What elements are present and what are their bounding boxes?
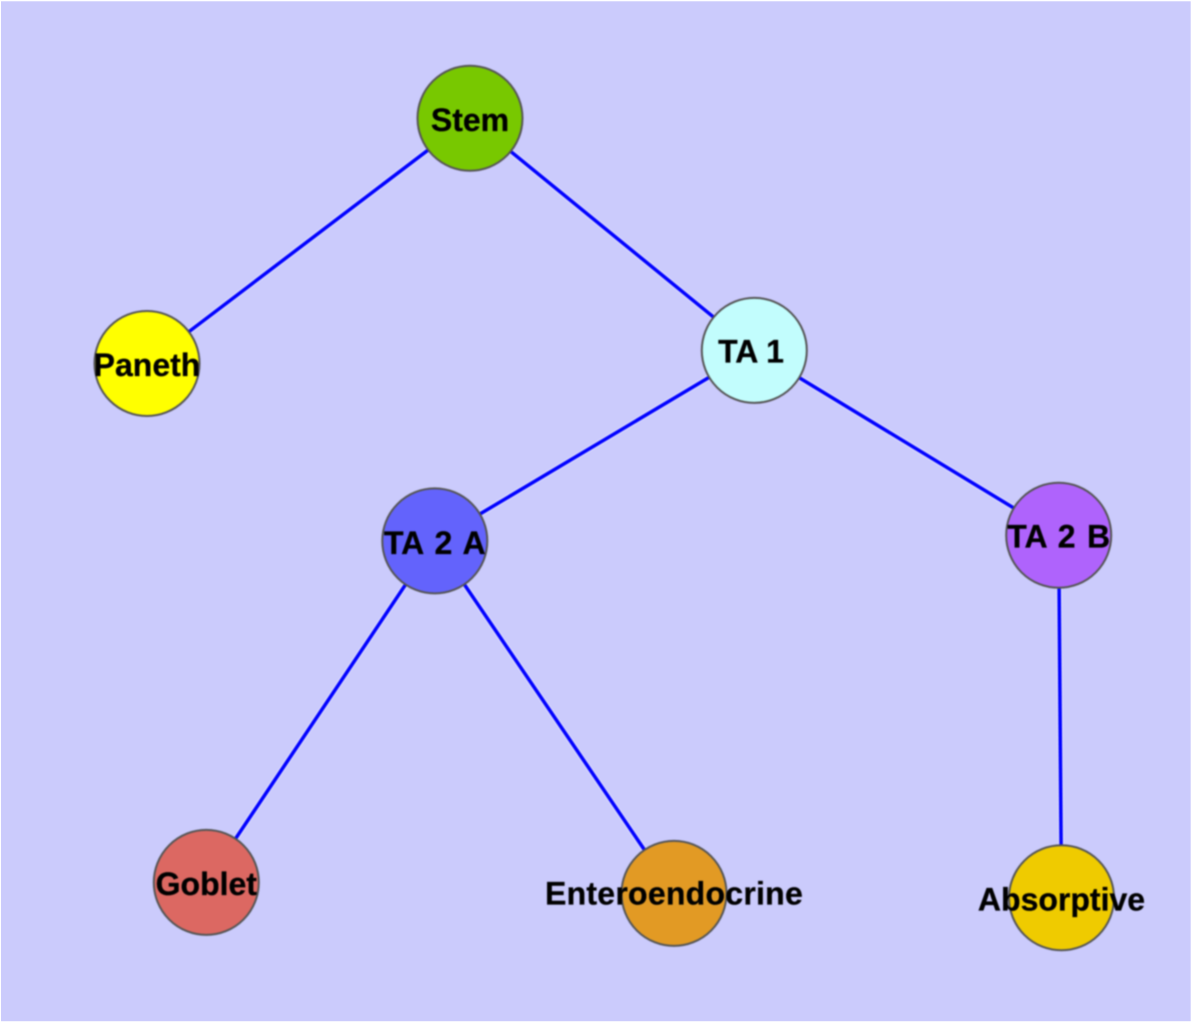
svg-text:Paneth: Paneth — [94, 347, 201, 383]
svg-text:TA 2 B: TA 2 B — [1007, 519, 1110, 555]
svg-text:Enteroendocrine: Enteroendocrine — [545, 876, 803, 912]
svg-text:TA 2 A: TA 2 A — [384, 525, 486, 561]
svg-text:Goblet: Goblet — [156, 866, 258, 902]
svg-text:TA 1: TA 1 — [718, 334, 784, 370]
svg-text:Stem: Stem — [431, 102, 509, 138]
svg-text:Absorptive: Absorptive — [978, 882, 1145, 918]
